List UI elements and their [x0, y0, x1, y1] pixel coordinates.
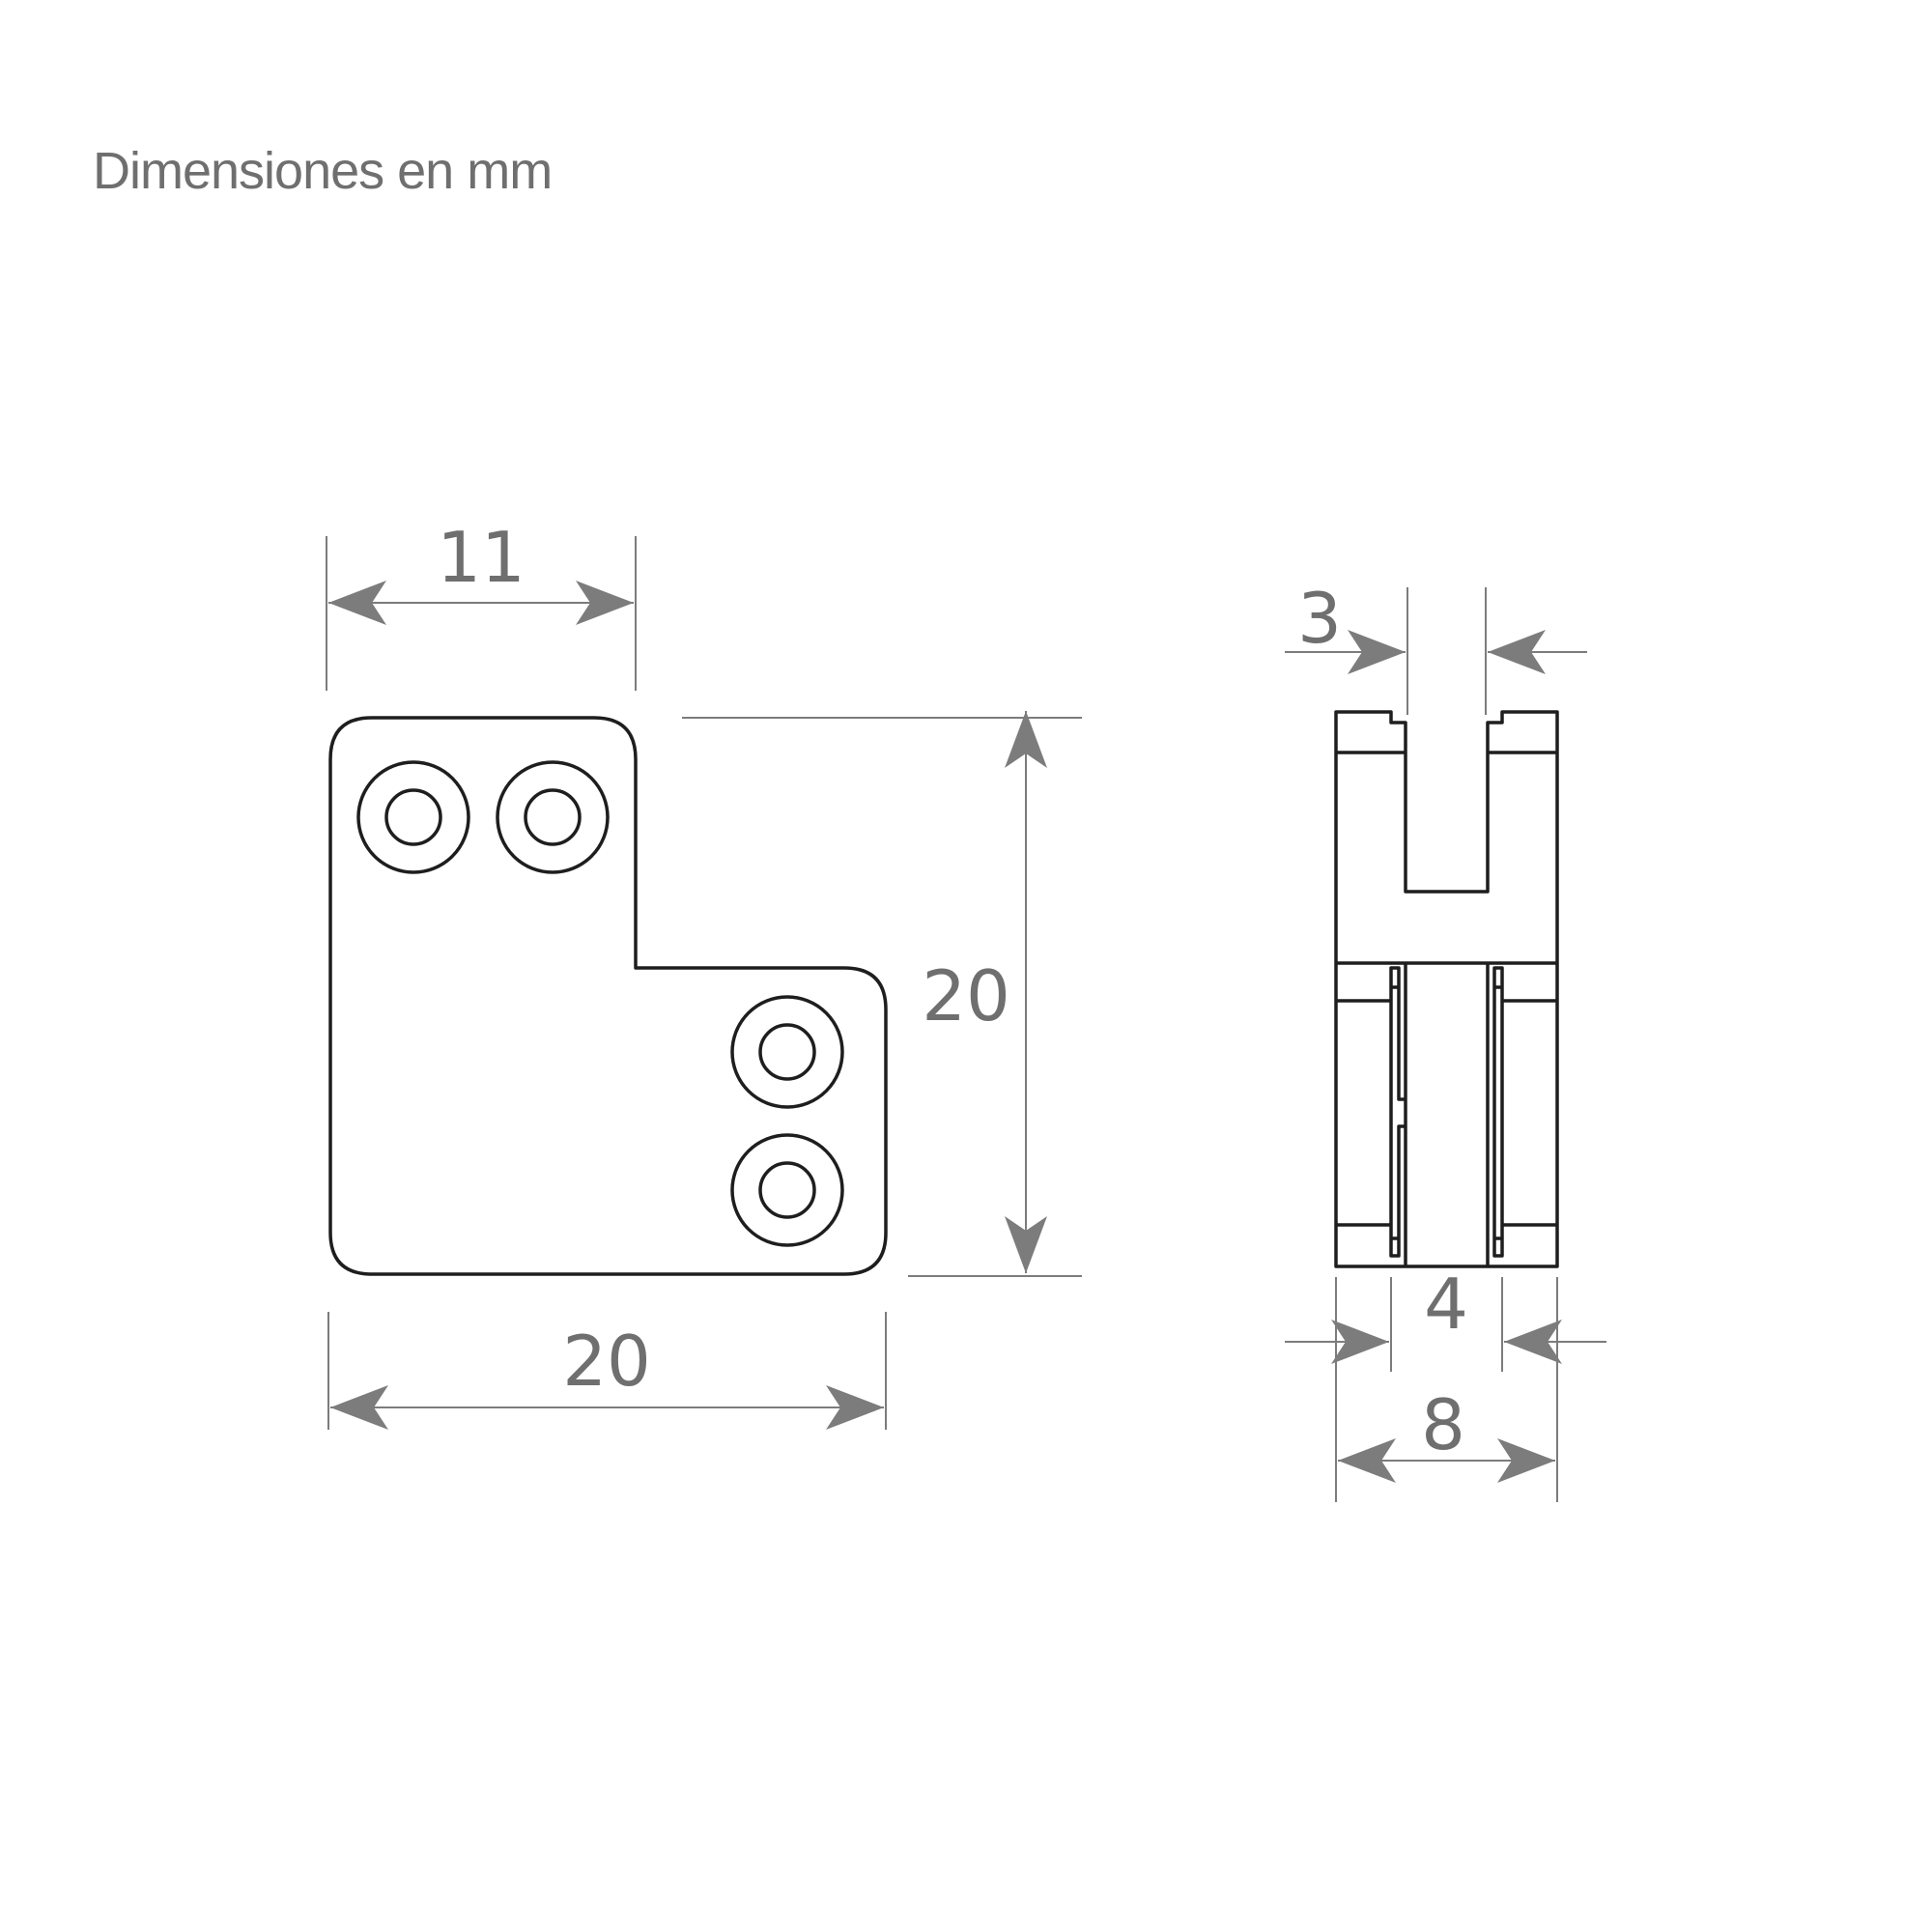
- arrowhead-down: [1005, 1216, 1047, 1273]
- arrowhead-right: [1348, 630, 1406, 674]
- screw-hole-1: [356, 760, 470, 874]
- lower-block-outline: [1334, 963, 1559, 1268]
- dimension-top-width: 11: [326, 517, 637, 691]
- dimension-label-top-width: 11: [437, 517, 526, 598]
- dimension-label-inner-width: 4: [1424, 1264, 1468, 1345]
- dimension-slot-width: 3: [1285, 578, 1587, 715]
- units-caption: Dimensiones en mm: [93, 142, 553, 200]
- dimension-label-total-width: 8: [1421, 1384, 1465, 1465]
- arrowhead-up: [1005, 711, 1047, 768]
- dimension-bottom-width: 20: [327, 1312, 887, 1430]
- arrowhead-left: [1504, 1320, 1562, 1364]
- upper-block-outline: [1334, 710, 1559, 963]
- screw-hole-2: [496, 760, 610, 874]
- arrowhead-right: [1497, 1438, 1555, 1483]
- arrowhead-right: [826, 1385, 884, 1430]
- arrowhead-left: [1488, 630, 1546, 674]
- dimension-height: 20: [682, 711, 1082, 1277]
- side-view: [1334, 710, 1559, 1268]
- arrowhead-right: [1331, 1320, 1389, 1364]
- arrowhead-right: [576, 581, 634, 625]
- dimension-label-height: 20: [922, 955, 1010, 1037]
- screw-hole-4: [730, 1133, 844, 1247]
- dimension-total-width: 8: [1335, 1372, 1558, 1502]
- arrowhead-left: [1338, 1438, 1396, 1483]
- l-plate-outline: [328, 716, 888, 1276]
- dimension-inner-width: 4: [1285, 1264, 1606, 1372]
- screw-hole-3: [730, 995, 844, 1109]
- dimension-label-bottom-width: 20: [562, 1321, 651, 1402]
- arrowhead-left: [328, 581, 386, 625]
- dimension-label-slot-width: 3: [1297, 578, 1342, 659]
- front-view: [328, 716, 888, 1276]
- arrowhead-left: [330, 1385, 388, 1430]
